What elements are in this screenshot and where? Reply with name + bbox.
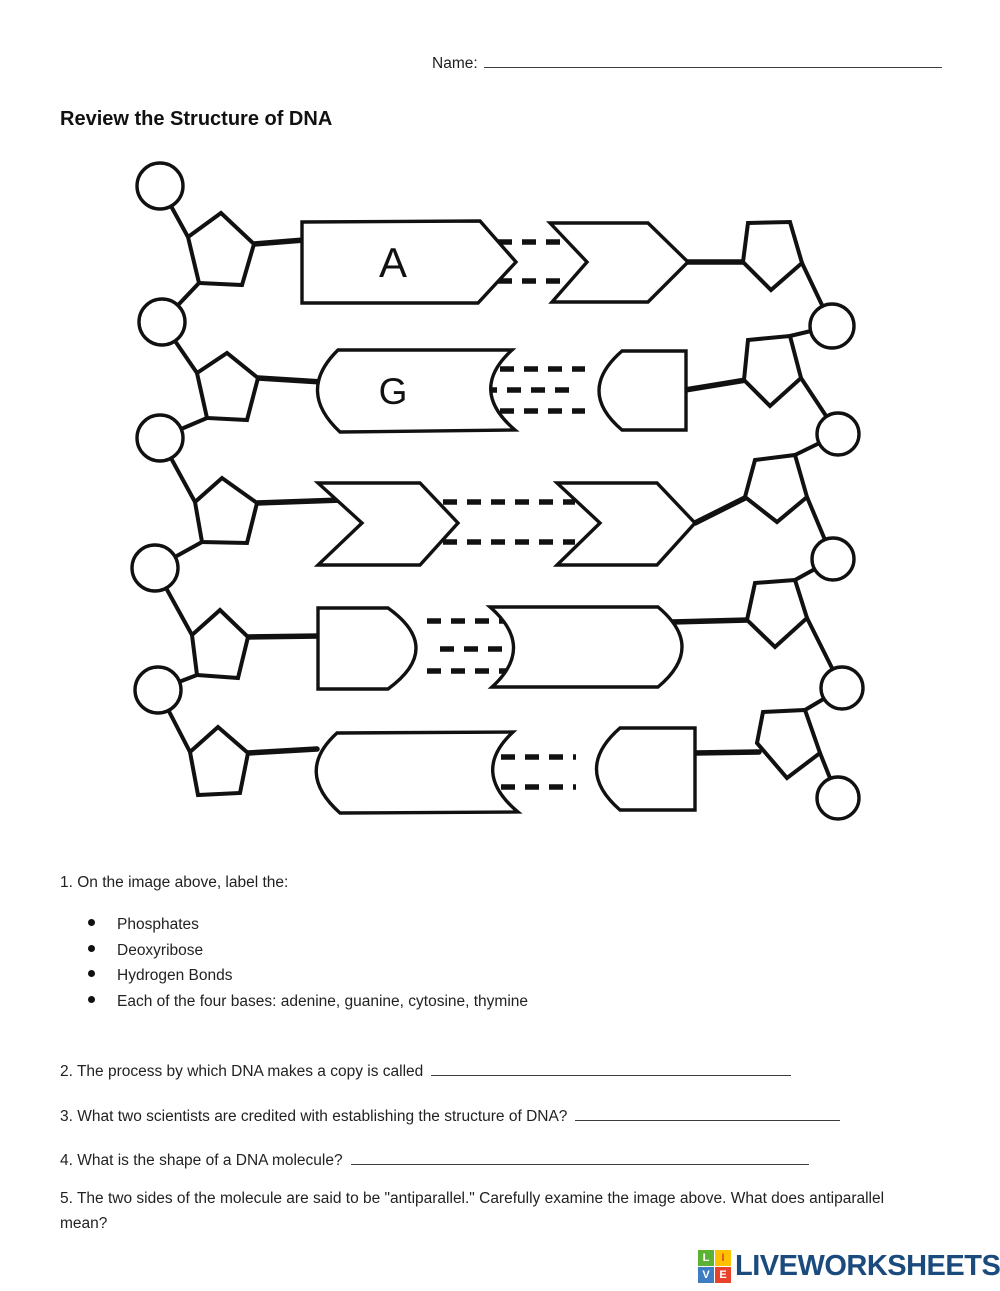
base-connector-line — [692, 749, 762, 756]
question-5: 5. The two sides of the molecule are sai… — [60, 1190, 885, 1232]
brand-wordmark: LIVEWORKSHEETS — [735, 1250, 1000, 1282]
base-connector-line — [692, 494, 750, 526]
logo-tile-e: E — [715, 1267, 731, 1283]
base-adenine — [300, 219, 519, 305]
question-2: 2. The process by which DNA makes a copy… — [60, 1059, 792, 1084]
base-connector-line — [254, 497, 345, 506]
name-row: Name: — [432, 52, 942, 73]
base-cytosine — [316, 606, 418, 691]
base-thymine — [546, 221, 691, 304]
page-title: Review the Structure of DNA — [60, 108, 333, 130]
list-item: Each of the four bases: adenine, guanine… — [88, 989, 528, 1015]
list-item: Hydrogen Bonds — [88, 963, 528, 989]
phosphate-circle — [133, 665, 183, 715]
base-guanine — [314, 730, 523, 815]
base-guanine — [485, 605, 684, 689]
bullet-icon — [88, 944, 95, 952]
phosphates-left — [130, 161, 187, 715]
deoxyribose-left — [185, 210, 261, 798]
bullet-label: Each of the four bases: adenine, guanine… — [117, 992, 529, 1010]
phosphates-right — [808, 302, 865, 821]
answer-blank-q3[interactable] — [575, 1105, 841, 1121]
phosphate-circle — [137, 297, 187, 347]
adenine-label: A — [379, 239, 407, 286]
bullet-label: Hydrogen Bonds — [117, 967, 233, 984]
phosphate-circle — [135, 413, 185, 463]
base-cytosine — [594, 726, 697, 812]
hydrogen-bonds — [427, 239, 585, 790]
base-thymine — [313, 481, 461, 567]
list-item: Phosphates — [88, 912, 528, 938]
base-connector-line — [245, 746, 320, 756]
base-connector-line — [669, 617, 752, 625]
logo-tile-l: L — [698, 1250, 714, 1266]
name-blank[interactable] — [483, 52, 942, 68]
liveworksheets-logo-icon: L I V E — [698, 1250, 731, 1283]
deoxyribose-pentagon — [187, 724, 251, 798]
question-1: 1. On the image above, label the: — [60, 874, 289, 891]
question-4-text: 4. What is the shape of a DNA molecule? — [60, 1152, 343, 1169]
deoxyribose-pentagon — [740, 219, 805, 293]
dna-structure-diagram: A G — [130, 161, 865, 821]
base-cytosine — [597, 349, 688, 432]
list-item: Deoxyribose — [88, 938, 528, 964]
liveworksheets-footer: L I V E LIVEWORKSHEETS — [698, 1250, 1000, 1283]
question-1-bullets: Phosphates Deoxyribose Hydrogen Bonds Ea… — [88, 912, 528, 1014]
bullet-label: Phosphates — [117, 916, 199, 933]
logo-tile-i: I — [715, 1250, 731, 1266]
base-guanine — [315, 348, 520, 434]
deoxyribose-pentagon — [189, 607, 251, 681]
guanine-label: G — [379, 371, 408, 412]
deoxyribose-pentagon — [194, 350, 261, 423]
phosphate-circle — [810, 536, 856, 582]
bullet-label: Deoxyribose — [117, 941, 204, 959]
base-adenine — [552, 481, 698, 567]
deoxyribose-pentagon — [185, 210, 257, 288]
phosphate-circle — [808, 302, 856, 350]
deoxyribose-pentagon — [192, 475, 260, 546]
question-3-text: 3. What two scientists are credited with… — [60, 1108, 568, 1125]
question-2-text: 2. The process by which DNA makes a copy… — [60, 1063, 424, 1080]
deoxyribose-pentagon — [741, 333, 804, 409]
logo-tile-v: V — [698, 1267, 714, 1283]
phosphate-circle — [819, 665, 865, 711]
base-connector-line — [682, 377, 749, 393]
deoxyribose-right — [740, 219, 823, 781]
deoxyribose-pentagon — [754, 707, 823, 781]
bases — [300, 219, 698, 815]
base-connector-line — [255, 375, 325, 385]
question-3: 3. What two scientists are credited with… — [60, 1104, 841, 1129]
phosphate-circle — [815, 775, 861, 821]
bullet-icon — [88, 919, 95, 926]
phosphate-circle — [130, 543, 180, 593]
base-connectors — [245, 237, 762, 756]
phosphate-circle — [135, 161, 185, 211]
name-label: Name: — [432, 55, 478, 72]
answer-blank-q2[interactable] — [431, 1060, 792, 1076]
answer-blank-q4[interactable] — [350, 1149, 809, 1165]
base-connector-line — [245, 633, 323, 640]
deoxyribose-pentagon — [744, 577, 810, 650]
question-4: 4. What is the shape of a DNA molecule? — [60, 1148, 809, 1173]
bullet-icon — [88, 995, 95, 1003]
base-connector-line — [251, 237, 307, 247]
bullet-icon — [88, 970, 95, 977]
phosphate-circle — [815, 411, 861, 457]
deoxyribose-pentagon — [742, 452, 810, 525]
